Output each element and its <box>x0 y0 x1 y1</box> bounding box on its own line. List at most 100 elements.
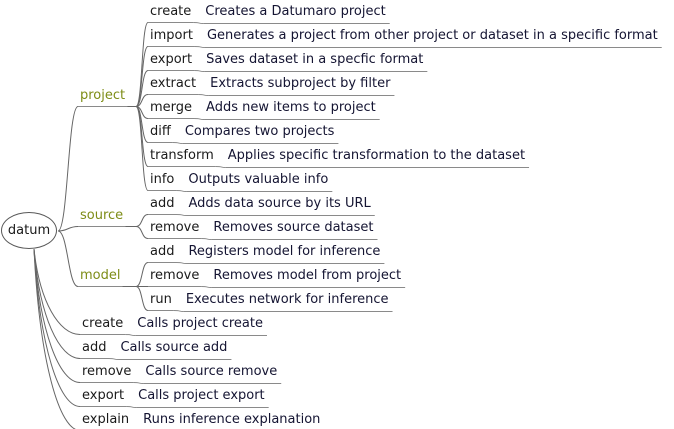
node-model-run-2-command[interactable]: run <box>150 292 172 307</box>
node-project-import-1-description-wrap: Generates a project from other project o… <box>205 29 660 44</box>
node-model-add-0-command-wrap: add <box>148 245 176 260</box>
node-project-diff-5-description: Compares two projects <box>184 124 335 139</box>
node-project-info-7-command[interactable]: info <box>150 172 175 187</box>
node-group-model-wrap: model <box>78 269 122 284</box>
node-group-source-wrap: source <box>78 209 125 224</box>
node-project-diff-5-command[interactable]: diff <box>150 124 171 139</box>
connector-edge <box>108 358 119 360</box>
node-model-remove-1-description: Removes model from project <box>213 268 402 283</box>
node-project-create-0-description-wrap: Creates a Datumaro project <box>203 5 387 20</box>
node-project-export-2-description: Saves dataset in a specfic format <box>206 52 424 67</box>
connector-edge <box>57 230 79 287</box>
node-direct-explain-4-description: Runs inference explanation <box>143 412 321 427</box>
node-source-add-0-command[interactable]: add <box>150 196 175 211</box>
connector-edge <box>135 286 149 311</box>
node-model-run-2-description-wrap: Executes network for inference <box>184 293 391 308</box>
connector-edge <box>135 106 149 191</box>
connector-edge <box>135 46 149 107</box>
connector-edge <box>33 248 76 429</box>
connector-edge <box>135 226 149 239</box>
node-project-export-2-command-wrap: export <box>148 53 194 68</box>
node-model-remove-1-command[interactable]: remove <box>150 268 200 283</box>
connector-edge <box>194 46 205 48</box>
connector-edge <box>33 248 81 359</box>
node-project-transform-6-command[interactable]: transform <box>150 148 214 163</box>
node-source-remove-1-description: Removes source dataset <box>213 220 374 235</box>
node-direct-export-3-description-wrap: Calls project export <box>136 389 267 404</box>
node-project-merge-4-description-wrap: Adds new items to project <box>204 101 378 116</box>
connector-edge <box>133 382 144 384</box>
node-direct-explain-4-command[interactable]: explain <box>82 412 130 427</box>
connector-edge <box>135 22 149 107</box>
node-source-remove-1-command-wrap: remove <box>148 221 201 236</box>
node-model-remove-1-command-wrap: remove <box>148 269 201 284</box>
node-model-add-0-command[interactable]: add <box>150 244 175 259</box>
node-project-extract-3-description: Extracts subproject by filter <box>210 76 391 91</box>
node-source-remove-1-command[interactable]: remove <box>150 220 200 235</box>
node-direct-remove-2-command-wrap: remove <box>80 365 133 380</box>
connector-edge <box>135 262 149 287</box>
node-project-transform-6-description-wrap: Applies specific transformation to the d… <box>226 149 527 164</box>
node-model-run-2-description: Executes network for inference <box>185 292 389 307</box>
connector-edge <box>57 106 79 232</box>
connector-edge <box>215 166 226 168</box>
connector-edge <box>198 94 209 96</box>
node-project-diff-5-command-wrap: diff <box>148 125 173 140</box>
connector-edge <box>194 118 205 120</box>
node-project-export-2-description-wrap: Saves dataset in a specfic format <box>204 53 425 68</box>
node-group-model[interactable]: model <box>80 267 121 283</box>
node-project-extract-3-description-wrap: Extracts subproject by filter <box>208 77 392 92</box>
node-direct-create-0-command[interactable]: create <box>82 316 124 331</box>
node-project-import-1-command[interactable]: import <box>150 28 193 43</box>
node-project-import-1-description: Generates a project from other project o… <box>206 28 658 43</box>
node-project-create-0-description: Creates a Datumaro project <box>205 4 386 19</box>
node-direct-create-0-description-wrap: Calls project create <box>135 317 265 332</box>
node-direct-remove-2-description: Calls source remove <box>145 364 278 379</box>
node-source-add-0-description-wrap: Adds data source by its URL <box>186 197 372 212</box>
connector-edge <box>33 248 81 407</box>
node-direct-export-3-description: Calls project export <box>138 388 265 403</box>
connector-edge <box>176 190 187 192</box>
node-project-merge-4-command[interactable]: merge <box>150 100 193 115</box>
node-model-run-2-command-wrap: run <box>148 293 174 308</box>
connector-edge <box>201 238 212 240</box>
node-direct-add-1-description-wrap: Calls source add <box>118 341 229 356</box>
node-direct-export-3-command[interactable]: export <box>82 388 125 403</box>
connector-edge <box>33 248 81 335</box>
root-node[interactable]: datum <box>1 212 59 251</box>
node-source-add-0-command-wrap: add <box>148 197 176 212</box>
connector-edge <box>135 106 149 167</box>
node-project-info-7-description-wrap: Outputs valuable info <box>186 173 330 188</box>
node-group-project-wrap: project <box>78 89 127 104</box>
connector-edge <box>126 406 137 408</box>
node-project-export-2-command[interactable]: export <box>150 52 193 67</box>
node-project-diff-5-description-wrap: Compares two projects <box>183 125 337 140</box>
node-project-info-7-command-wrap: info <box>148 173 176 188</box>
root-label: datum <box>7 223 51 238</box>
node-project-extract-3-command[interactable]: extract <box>150 76 197 91</box>
node-direct-explain-4-description-wrap: Runs inference explanation <box>141 413 322 428</box>
connector-edge <box>135 106 149 143</box>
node-direct-explain-4-command-wrap: explain <box>80 413 131 428</box>
node-direct-add-1-command-wrap: add <box>80 341 108 356</box>
node-direct-create-0-description: Calls project create <box>137 316 263 331</box>
connector-edge <box>135 70 149 107</box>
node-model-add-0-description: Registers model for inference <box>188 244 381 259</box>
node-model-add-0-description-wrap: Registers model for inference <box>186 245 382 260</box>
node-project-create-0-command-wrap: create <box>148 5 193 20</box>
node-project-transform-6-description: Applies specific transformation to the d… <box>227 148 526 163</box>
node-source-add-0-description: Adds data source by its URL <box>188 196 371 211</box>
node-group-source[interactable]: source <box>80 207 124 223</box>
root-ellipse-shape <box>1 212 57 249</box>
node-project-merge-4-description: Adds new items to project <box>206 100 376 115</box>
node-direct-export-3-command-wrap: export <box>80 389 126 404</box>
node-project-create-0-command[interactable]: create <box>150 4 192 19</box>
connector-edge <box>57 226 79 232</box>
node-direct-add-1-description: Calls source add <box>120 340 228 355</box>
connector-edge <box>176 262 187 264</box>
node-direct-add-1-command[interactable]: add <box>82 340 107 355</box>
node-direct-remove-2-description-wrap: Calls source remove <box>143 365 279 380</box>
node-direct-remove-2-command[interactable]: remove <box>82 364 132 379</box>
node-group-project[interactable]: project <box>80 87 126 103</box>
